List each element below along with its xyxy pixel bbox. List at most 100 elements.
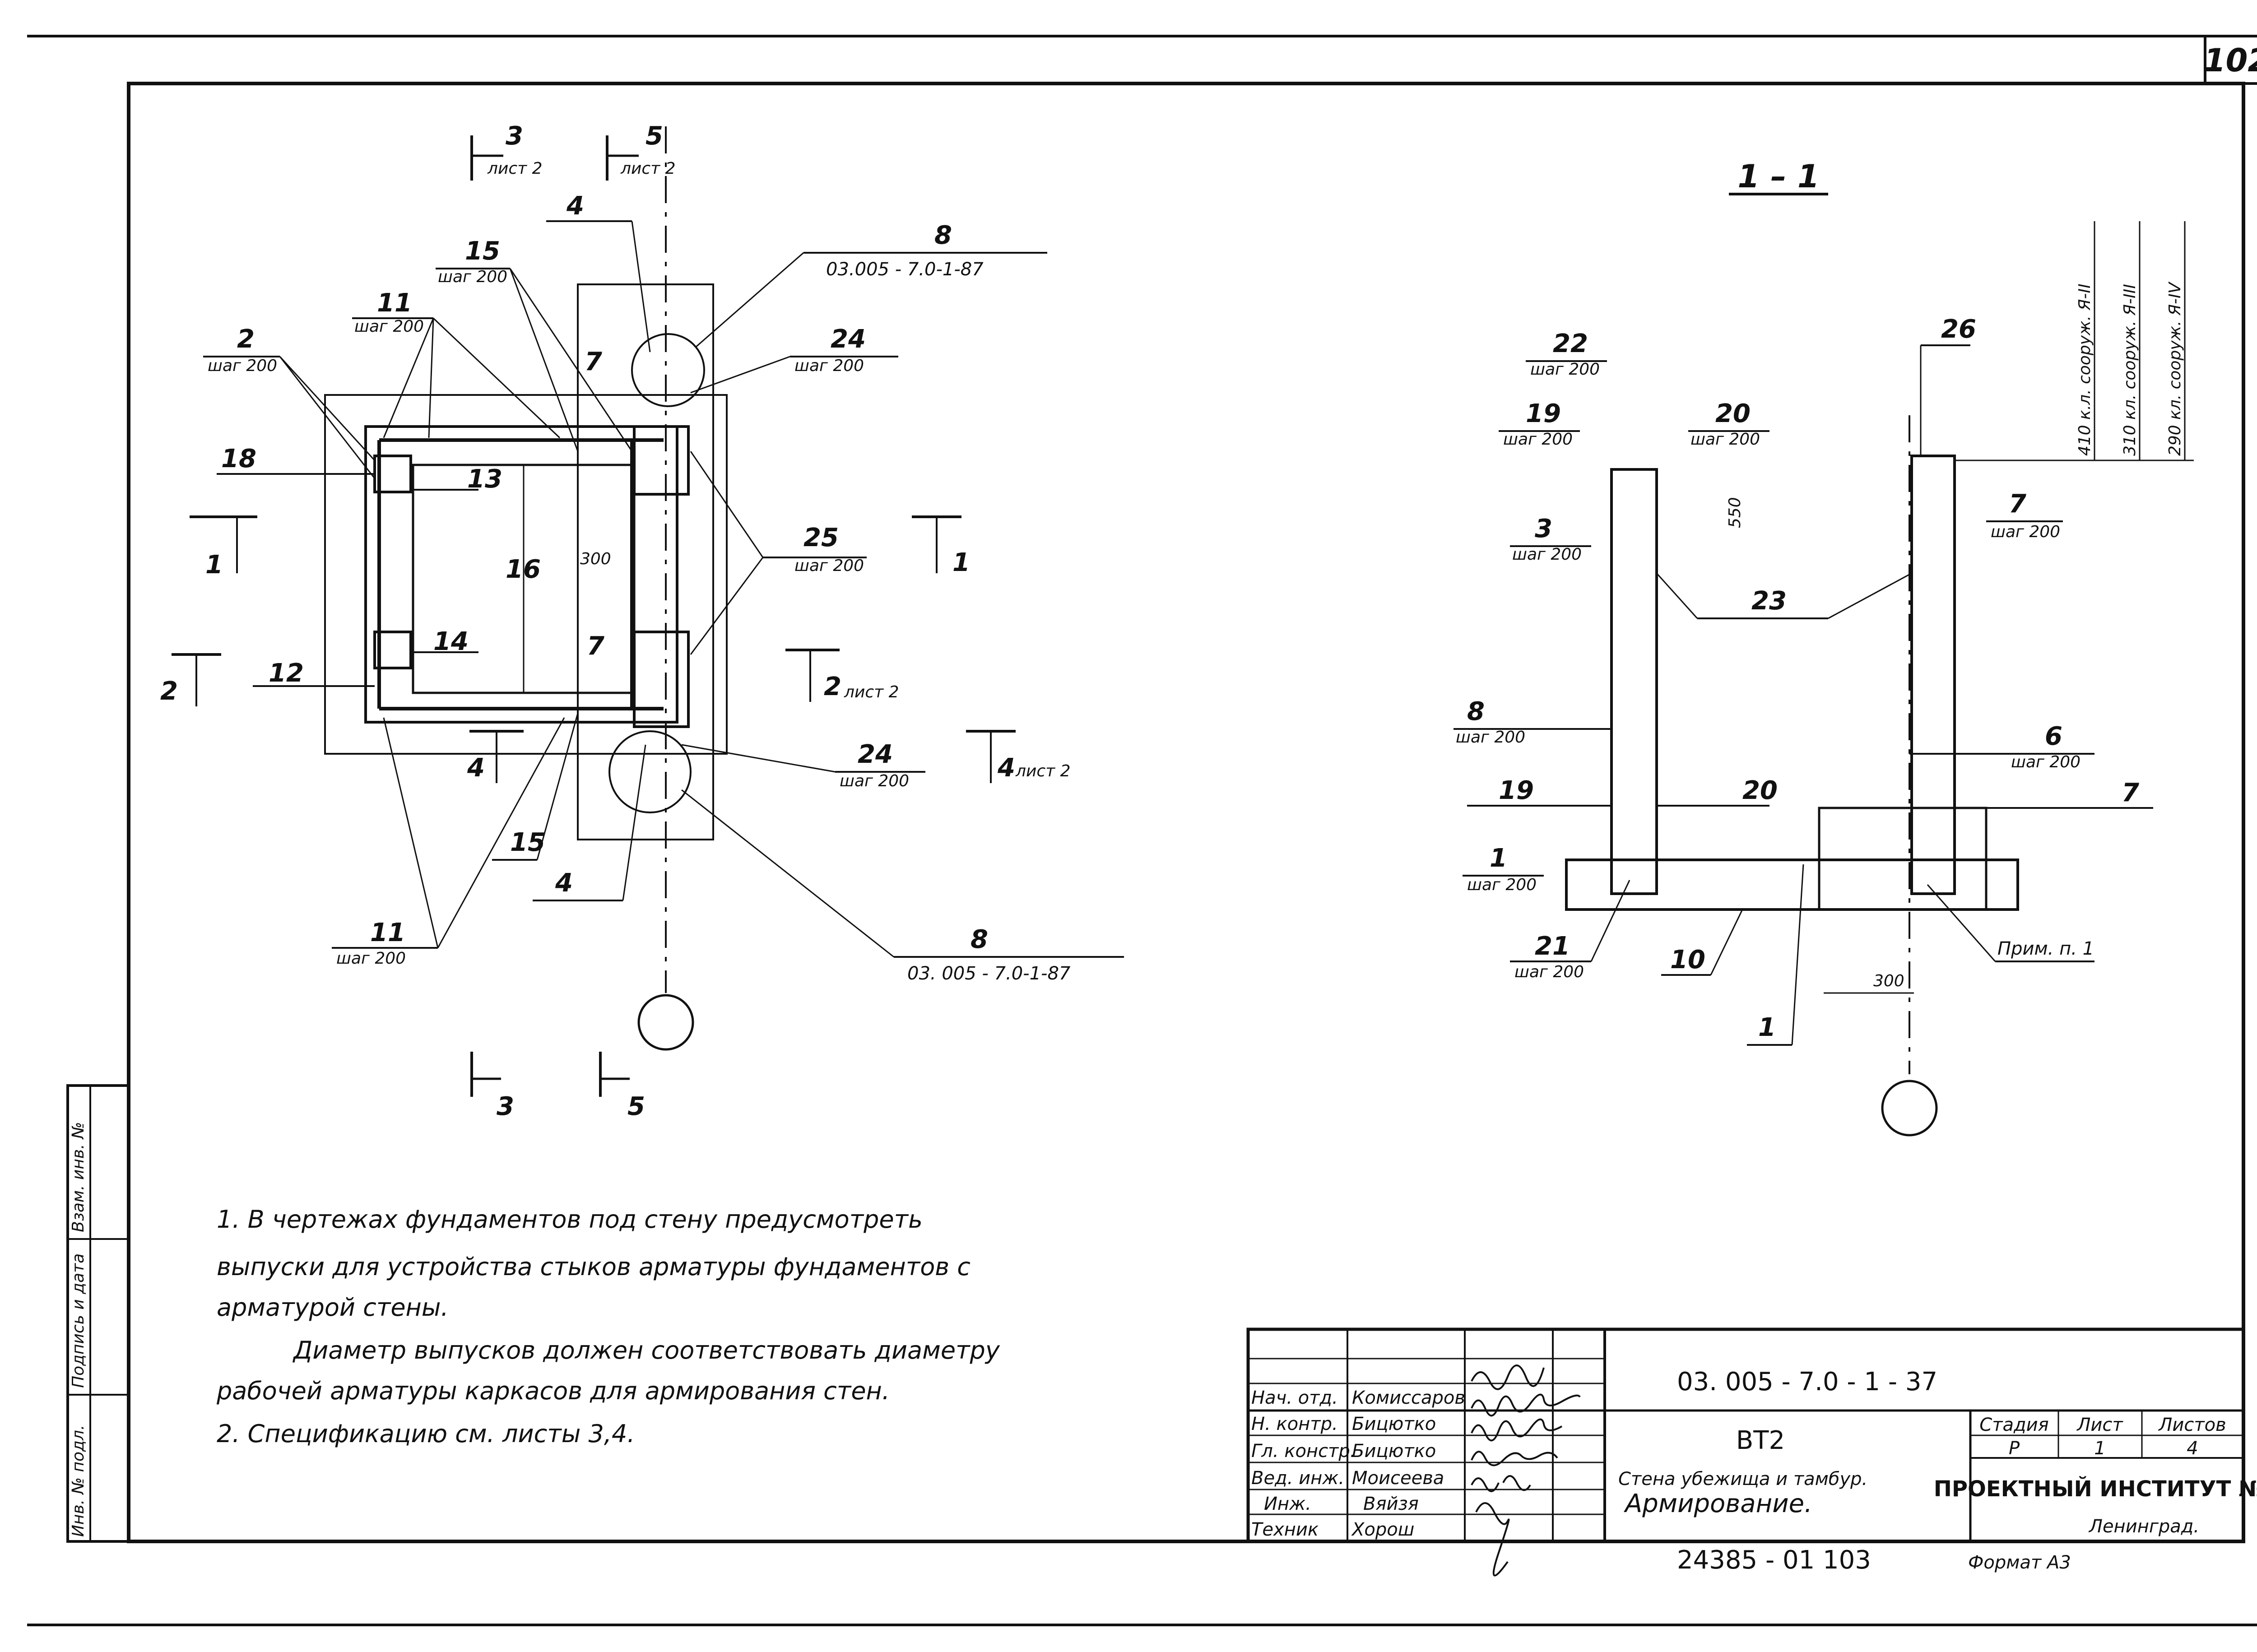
section-dim-550: 550: [1726, 497, 1744, 528]
section-callout-23: 23: [1656, 572, 1912, 619]
staff-name-1: Комиссаров: [1352, 1387, 1465, 1408]
section-callout-1-bottom: 1: [1747, 864, 1804, 1046]
svg-text:5: 5: [627, 1092, 645, 1121]
doc-title-line1: Стена убежища и тамбур.: [1618, 1469, 1867, 1490]
svg-text:шаг 200: шаг 200: [438, 268, 507, 286]
sheet-number-box: [2204, 35, 2257, 85]
plan-callout-7-mid: 7: [587, 631, 604, 661]
svg-text:25: 25: [803, 523, 839, 552]
cut-mark-4-bottom: 4: [467, 730, 524, 783]
svg-text:10: 10: [1670, 945, 1705, 974]
drawing-frame: [127, 82, 2245, 1543]
svg-text:15: 15: [510, 828, 545, 857]
section-callout-20-bottom: 20: [1657, 776, 1778, 807]
frame-25-top: [633, 425, 690, 496]
svg-text:290: 290: [2166, 425, 2184, 456]
svg-text:шаг 200: шаг 200: [208, 357, 277, 375]
svg-text:4: 4: [566, 191, 584, 221]
plan-dim-300: 300: [580, 550, 611, 568]
cut-mark-1-right: 1: [912, 515, 970, 577]
svg-text:3: 3: [1535, 514, 1552, 543]
plan-callout-16: 16: [506, 555, 541, 584]
section-foundation-slab: [1565, 858, 2019, 911]
note-line-5: рабочей арматуры каркасов для армировани…: [216, 1377, 890, 1405]
svg-text:лист 2: лист 2: [1015, 762, 1071, 780]
plan-callout-15-top: 15 шаг 200: [436, 237, 633, 452]
svg-text:5: 5: [646, 121, 663, 151]
cut-mark-3-bottom: 3: [470, 1052, 514, 1121]
svg-text:20: 20: [1715, 399, 1751, 428]
section-callout-19-bottom: 19: [1467, 776, 1611, 807]
svg-text:1: 1: [205, 550, 223, 580]
doc-code: 03. 005 - 7.0 - 1 - 37: [1677, 1367, 1937, 1397]
svg-text:лист 2: лист 2: [620, 159, 676, 178]
svg-text:Прим. п. 1: Прим. п. 1: [1997, 938, 2094, 959]
svg-text:03.005 - 7.0-1-87: 03.005 - 7.0-1-87: [826, 259, 984, 280]
section-view: 1 – 1 22 шаг 200 26 19 шаг 200 2: [1454, 158, 2194, 1137]
svg-text:21: 21: [1535, 932, 1570, 961]
section-callout-8: 8 шаг 200: [1454, 697, 1611, 747]
general-notes: 1. В чертежах фундаментов под стену пред…: [216, 1205, 1000, 1448]
staff-role-4: Вед. инж.: [1251, 1468, 1344, 1489]
staff-name-5: Вяйзя: [1363, 1494, 1419, 1514]
svg-text:24: 24: [831, 325, 866, 354]
svg-text:лист 2: лист 2: [844, 683, 899, 701]
svg-text:11: 11: [377, 288, 412, 318]
svg-text:410: 410: [2076, 425, 2094, 456]
section-callout-6: 6 шаг 200: [1909, 722, 2094, 771]
cut-mark-2-left: 2: [160, 653, 221, 706]
note-line-1: 1. В чертежах фундаментов под стену пред…: [217, 1205, 923, 1234]
svg-text:19: 19: [1499, 776, 1534, 805]
plan-callout-24-bottom: 24 шаг 200: [681, 740, 925, 790]
frame-25-bottom: [633, 631, 690, 728]
svg-text:2: 2: [237, 325, 255, 354]
title-block: 03. 005 - 7.0 - 1 - 37 ВТ2 Стена убежища…: [1246, 1327, 2257, 1577]
plan-callout-14: 14: [411, 627, 478, 656]
corner-frame-14: [373, 631, 412, 669]
svg-text:шаг 200: шаг 200: [336, 949, 406, 968]
plan-callout-11-top: 11 шаг 200: [352, 288, 561, 439]
section-callout-26: 26: [1920, 315, 1976, 456]
section-callout-7-bottom: 7: [1955, 778, 2153, 809]
cut-mark-5-top: 5 лист 2: [606, 121, 676, 181]
svg-text:шаг 200: шаг 200: [794, 357, 864, 375]
svg-text:24: 24: [858, 740, 893, 769]
staff-role-6: Техник: [1251, 1519, 1319, 1540]
svg-text:шаг 200: шаг 200: [794, 557, 864, 575]
plan-callout-8-top: 8 03.005 - 7.0-1-87: [695, 221, 1047, 348]
svg-text:4: 4: [467, 753, 485, 783]
svg-text:11: 11: [370, 918, 405, 947]
detail-circle-bottom: [608, 730, 692, 813]
section-callout-19-top: 19 шаг 200: [1499, 399, 1580, 449]
plan-wall-outer: [364, 425, 678, 724]
staff-name-6: Хорош: [1351, 1519, 1414, 1540]
svg-text:2: 2: [824, 672, 841, 701]
plan-transverse-wall: [577, 283, 714, 840]
svg-text:18: 18: [221, 444, 256, 473]
note-line-2: выпуски для устройства стыков арматуры ф…: [217, 1253, 971, 1281]
svg-text:шаг 200: шаг 200: [354, 317, 424, 336]
note-line-6: 2. Спецификацию см. листы 3,4.: [217, 1420, 635, 1448]
margin-label-orig-inv: Инв. № подл.: [69, 1425, 88, 1537]
svg-text:лист 2: лист 2: [487, 159, 543, 178]
svg-text:шаг 200: шаг 200: [2011, 753, 2081, 771]
institute-name: ПРОЕКТНЫЙ ИНСТИТУТ №1: [1934, 1476, 2257, 1502]
doc-title-line2: Армирование.: [1624, 1489, 1812, 1518]
svg-text:шаг 200: шаг 200: [1503, 430, 1573, 449]
plan-callout-4-bottom: 4: [533, 744, 646, 901]
svg-text:3: 3: [497, 1092, 514, 1121]
svg-text:шаг 200: шаг 200: [1991, 523, 2060, 541]
plan-callout-18: 18: [217, 444, 375, 475]
section-callout-22: 22 шаг 200: [1526, 329, 1607, 379]
note-line-3: арматурой стены.: [217, 1293, 449, 1322]
staff-role-2: Н. контр.: [1251, 1414, 1338, 1434]
staff-name-3: Бицютко: [1352, 1441, 1436, 1462]
svg-text:12: 12: [269, 659, 304, 688]
svg-text:8: 8: [1467, 697, 1485, 726]
margin-label-replace-inv: Взам. инв. №: [69, 1122, 88, 1232]
section-axis-bubble: [1881, 1080, 1938, 1137]
svg-text:шаг 200: шаг 200: [1467, 876, 1537, 894]
section-callout-3: 3 шаг 200: [1510, 514, 1591, 564]
section-callout-10: 10: [1661, 909, 1743, 976]
plan-callout-15-bottom: 15: [492, 713, 579, 861]
